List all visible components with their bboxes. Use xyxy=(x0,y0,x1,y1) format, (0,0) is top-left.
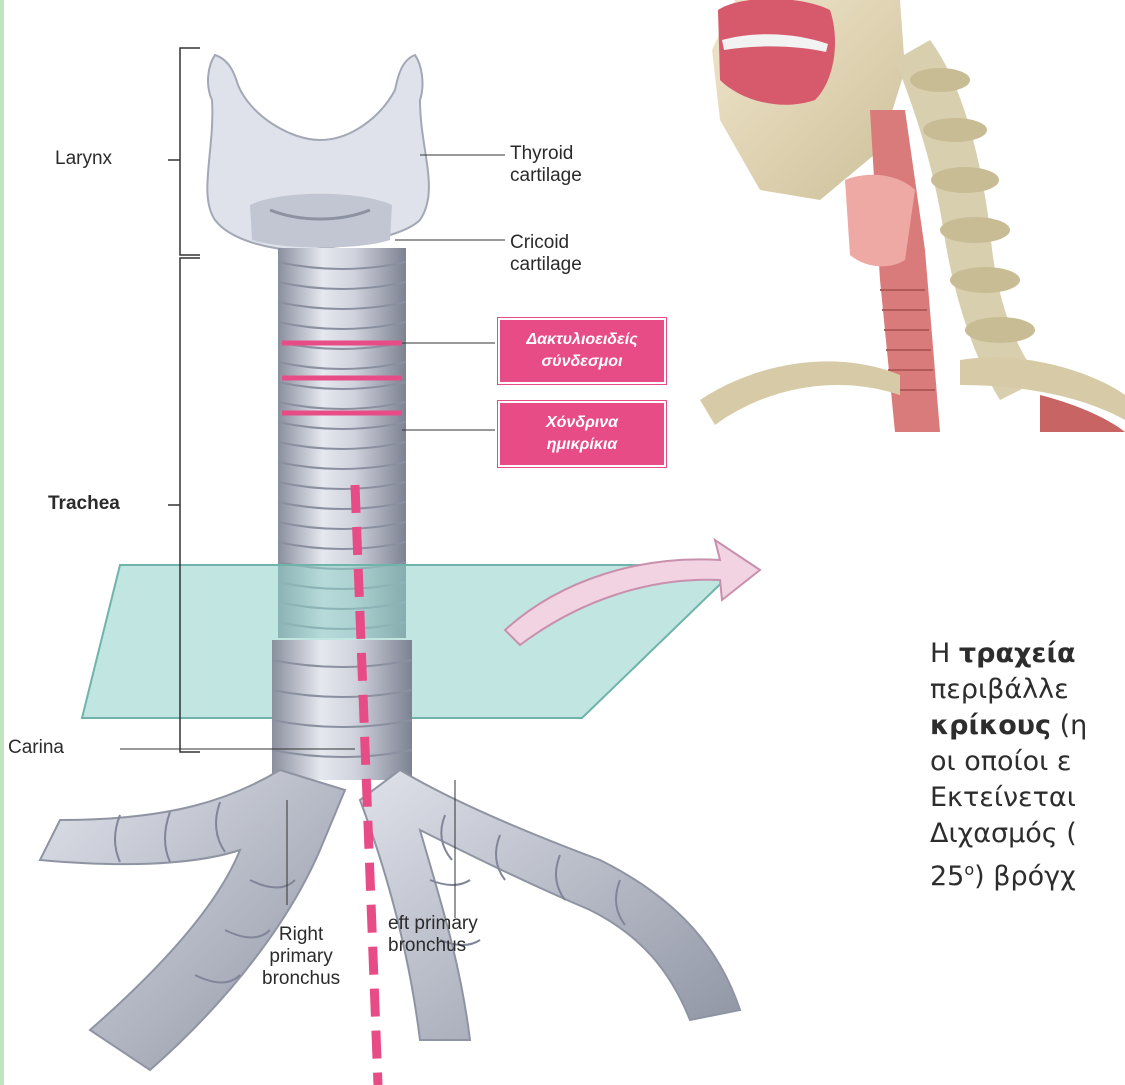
label-right-primary-bronchus: Right primary bronchus xyxy=(262,924,340,990)
label-left-primary-bronchus: eft primary bronchus xyxy=(388,913,478,957)
callout-annular-ligaments: Δακτυλιοειδείς σύνδεσμοι xyxy=(498,318,666,384)
label-larynx: Larynx xyxy=(55,148,112,170)
label-thyroid-cartilage: Thyroid cartilage xyxy=(510,143,582,187)
label-cricoid-cartilage: Cricoid cartilage xyxy=(510,232,582,276)
label-trachea: Trachea xyxy=(48,493,120,515)
anatomy-render-panel xyxy=(690,0,1125,432)
callout-cartilage-rings: Χόνδρινα ημικρίκια xyxy=(498,401,666,467)
description-text: Η τραχεία περιβάλλε κρίκους (η οι οποίοι… xyxy=(930,636,1125,895)
label-carina: Carina xyxy=(8,737,64,759)
larynx-cartilage xyxy=(207,55,429,250)
